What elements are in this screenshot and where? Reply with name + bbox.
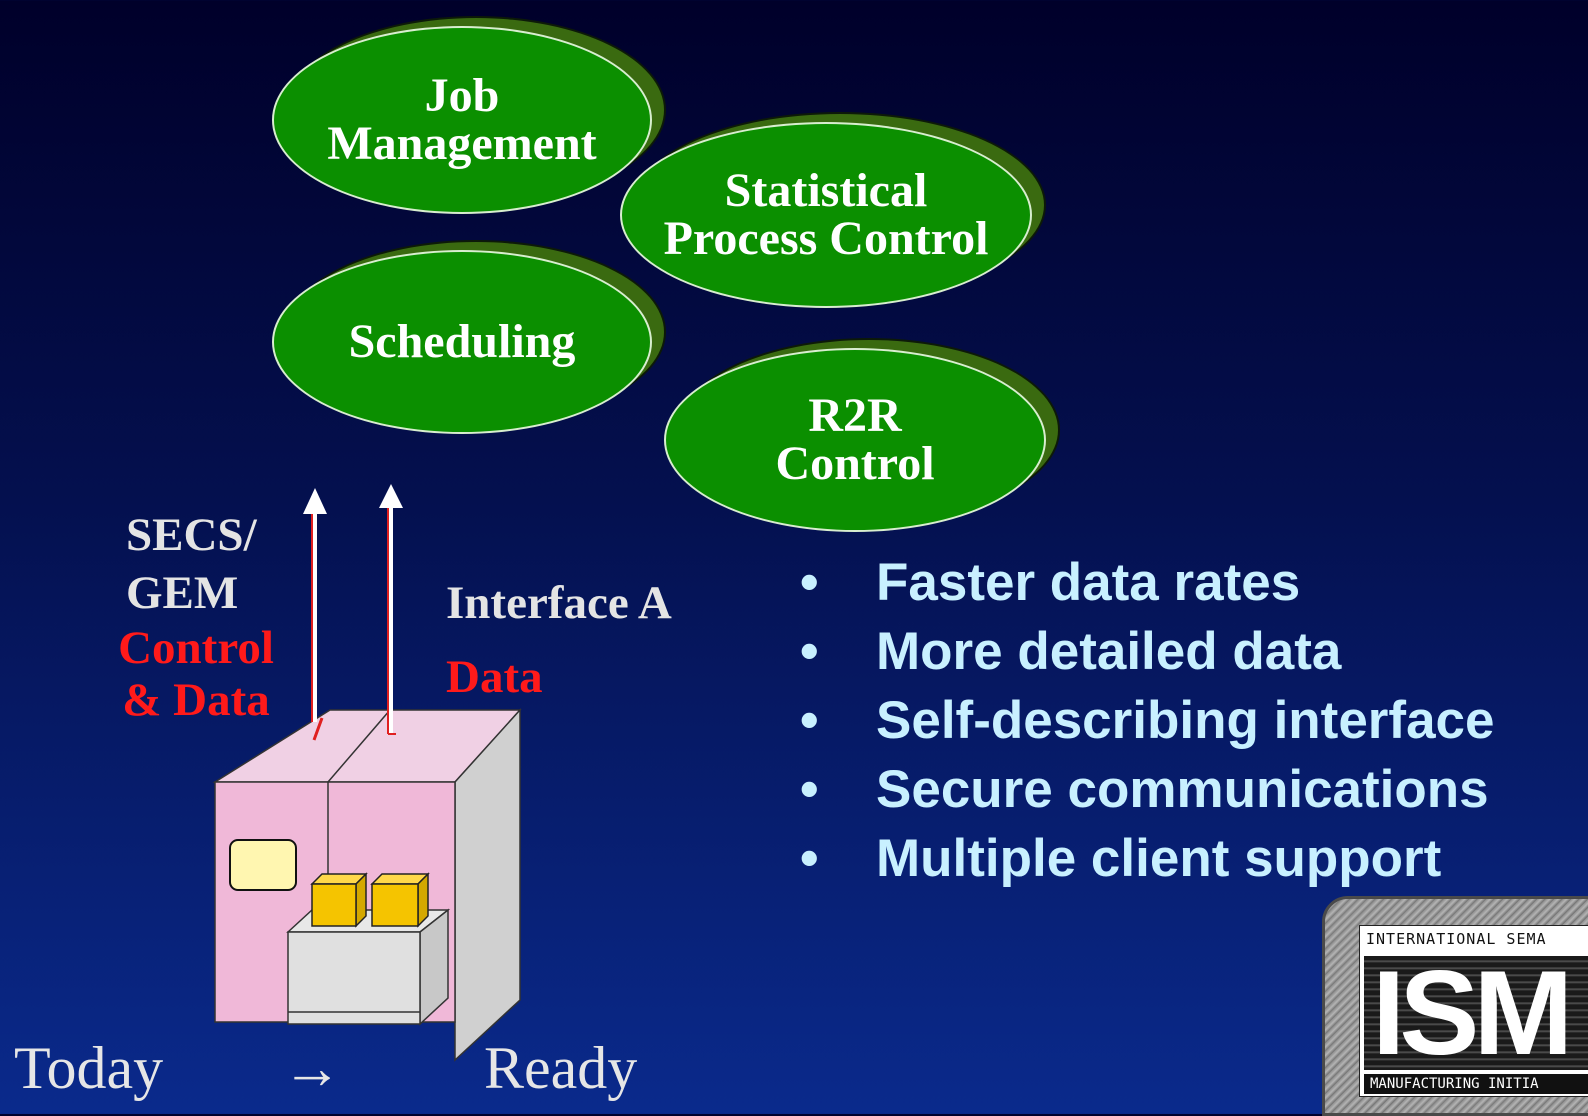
oval-label: Scheduling xyxy=(348,315,576,368)
logo-top-text: INTERNATIONAL SEMA xyxy=(1366,930,1547,948)
secs-gem-arrow xyxy=(303,488,327,741)
bullet-icon: • xyxy=(800,760,819,819)
list-item: • Secure communications xyxy=(800,755,1495,824)
oval-spc: Statistical Process Control xyxy=(620,112,1046,308)
list-item: • Self-describing interface xyxy=(800,686,1495,755)
list-item: • Multiple client support xyxy=(800,824,1495,893)
logo-main-text: ISM xyxy=(1364,956,1588,1070)
footer-today: Today xyxy=(14,1035,164,1101)
oval-body: Job Management xyxy=(272,26,652,214)
list-item: • Faster data rates xyxy=(800,548,1495,617)
logo-panel: INTERNATIONAL SEMA ISM MANUFACTURING INI… xyxy=(1359,925,1588,1097)
footer-ready: Ready xyxy=(484,1035,638,1101)
feature-list: • Faster data rates • More detailed data •… xyxy=(800,548,1495,893)
oval-body: Scheduling xyxy=(272,250,652,434)
list-item-text: Self-describing interface xyxy=(876,691,1495,750)
cabinet-divider-top xyxy=(327,709,391,783)
carrier-side xyxy=(417,872,429,928)
carrier-front xyxy=(371,883,419,927)
oval-scheduling: Scheduling xyxy=(272,240,666,434)
secs-gem-label: SECS/ GEM xyxy=(126,509,257,619)
logo-bottom-text: MANUFACTURING INITIA xyxy=(1364,1074,1588,1094)
control-data-label: Control & Data xyxy=(118,622,274,726)
oval-r2r: R2R Control xyxy=(664,338,1060,532)
oval-label: R2R Control xyxy=(775,389,935,490)
bullet-icon: • xyxy=(800,829,819,888)
bullet-icon: • xyxy=(800,691,819,750)
display-screen xyxy=(229,839,297,891)
oval-job-management: Job Management xyxy=(272,16,666,214)
list-item-text: Secure communications xyxy=(876,760,1489,819)
oval-body: Statistical Process Control xyxy=(620,122,1032,308)
ismi-logo: INTERNATIONAL SEMA ISM MANUFACTURING INI… xyxy=(1322,896,1588,1116)
oval-body: R2R Control xyxy=(664,348,1046,532)
bullet-icon: • xyxy=(800,553,819,612)
list-item-text: More detailed data xyxy=(876,622,1342,681)
carrier-side xyxy=(355,872,367,928)
carrier-front xyxy=(311,883,357,927)
footer-arrow-icon: → xyxy=(282,1035,342,1101)
interface-a-arrow xyxy=(379,484,403,735)
oval-label: Statistical Process Control xyxy=(663,164,989,265)
list-item-text: Multiple client support xyxy=(876,829,1442,888)
bullet-icon: • xyxy=(800,622,819,681)
data-label: Data xyxy=(446,651,543,703)
oval-label: Job Management xyxy=(327,69,597,170)
interface-a-label: Interface A xyxy=(446,577,672,629)
loadport-front xyxy=(287,931,421,1025)
list-item: • More detailed data xyxy=(800,617,1495,686)
list-item-text: Faster data rates xyxy=(876,553,1301,612)
